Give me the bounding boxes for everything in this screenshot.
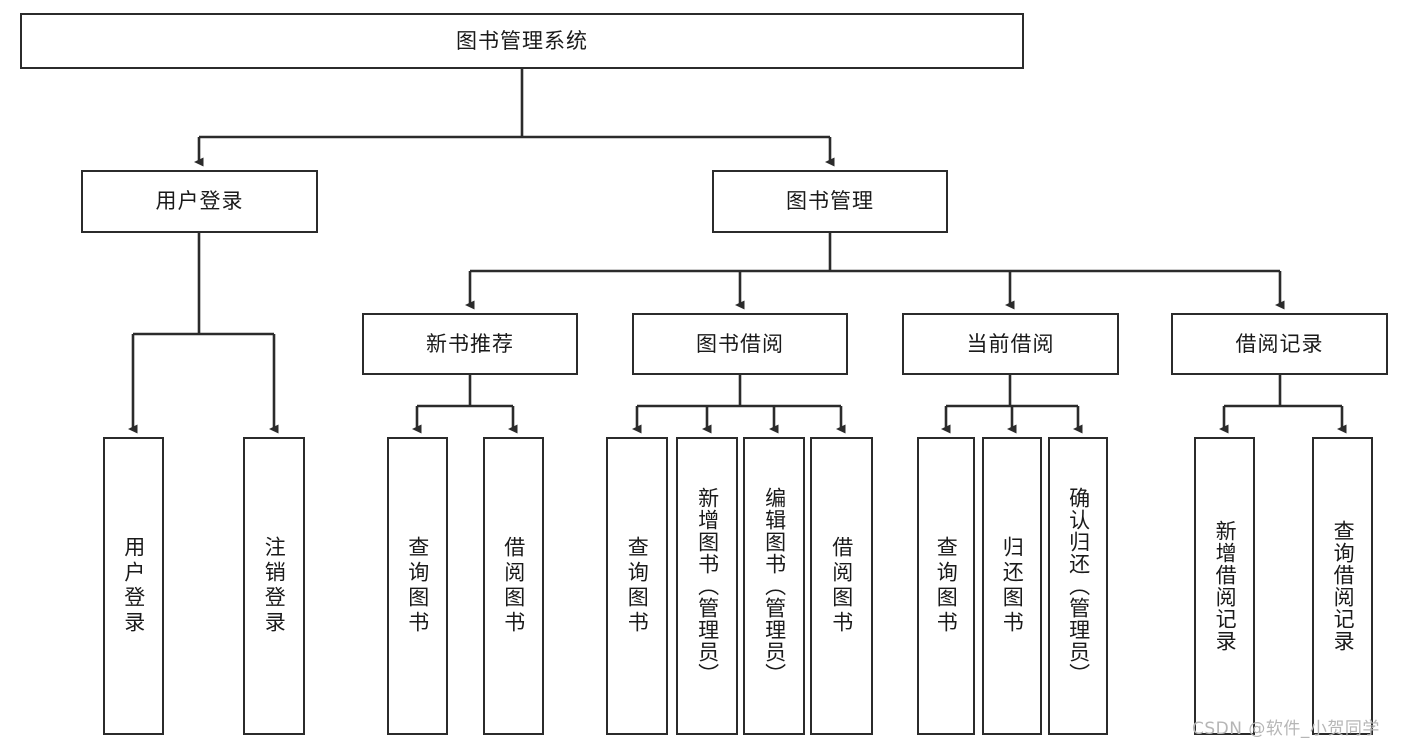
node-book-borrowing[interactable]: 图书借阅: [632, 313, 848, 375]
node-label: 借阅图书: [829, 536, 854, 636]
node-label: 查询借阅记录: [1331, 520, 1356, 652]
node-label: 新书推荐: [426, 331, 514, 356]
node-leaf-return-books[interactable]: 归还图书: [982, 437, 1042, 735]
node-label: 归还图书: [1000, 536, 1025, 636]
node-leaf-query-books-borrow[interactable]: 查询图书: [606, 437, 668, 735]
node-current-borrowing[interactable]: 当前借阅: [902, 313, 1119, 375]
node-leaf-logout[interactable]: 注销登录: [243, 437, 305, 735]
node-label: 确认归还（管理员）: [1066, 487, 1091, 685]
node-label: 借阅记录: [1235, 331, 1324, 356]
node-label: 图书管理系统: [456, 28, 588, 53]
node-leaf-confirm-return-admin[interactable]: 确认归还（管理员）: [1048, 437, 1108, 735]
node-label: 用户登录: [121, 536, 146, 636]
node-leaf-edit-book-admin[interactable]: 编辑图书（管理员）: [743, 437, 805, 735]
node-label: 查询图书: [405, 536, 430, 636]
node-borrowing-records[interactable]: 借阅记录: [1171, 313, 1388, 375]
node-label: 注销登录: [262, 536, 287, 636]
node-leaf-query-borrow-record[interactable]: 查询借阅记录: [1312, 437, 1373, 735]
node-label: 查询图书: [625, 536, 650, 636]
node-label: 查询图书: [934, 536, 959, 636]
node-label: 用户登录: [155, 189, 244, 214]
node-label: 图书借阅: [696, 331, 784, 356]
node-leaf-borrow-books-newbook[interactable]: 借阅图书: [483, 437, 544, 735]
node-label: 新增图书（管理员）: [695, 487, 720, 685]
node-book-management[interactable]: 图书管理: [712, 170, 948, 233]
node-root-book-management-system[interactable]: 图书管理系统: [20, 13, 1024, 69]
node-leaf-query-books-current[interactable]: 查询图书: [917, 437, 975, 735]
node-leaf-query-books-newbook[interactable]: 查询图书: [387, 437, 448, 735]
node-label: 编辑图书（管理员）: [762, 487, 787, 685]
node-leaf-user-login[interactable]: 用户登录: [103, 437, 164, 735]
node-leaf-borrow-books[interactable]: 借阅图书: [810, 437, 873, 735]
node-leaf-add-book-admin[interactable]: 新增图书（管理员）: [676, 437, 738, 735]
node-label: 当前借阅: [966, 331, 1055, 356]
node-new-book-recommendation[interactable]: 新书推荐: [362, 313, 578, 375]
node-user-login[interactable]: 用户登录: [81, 170, 318, 233]
node-label: 借阅图书: [501, 536, 526, 636]
node-label: 图书管理: [786, 189, 874, 214]
node-leaf-add-borrow-record[interactable]: 新增借阅记录: [1194, 437, 1255, 735]
node-label: 新增借阅记录: [1213, 520, 1238, 652]
